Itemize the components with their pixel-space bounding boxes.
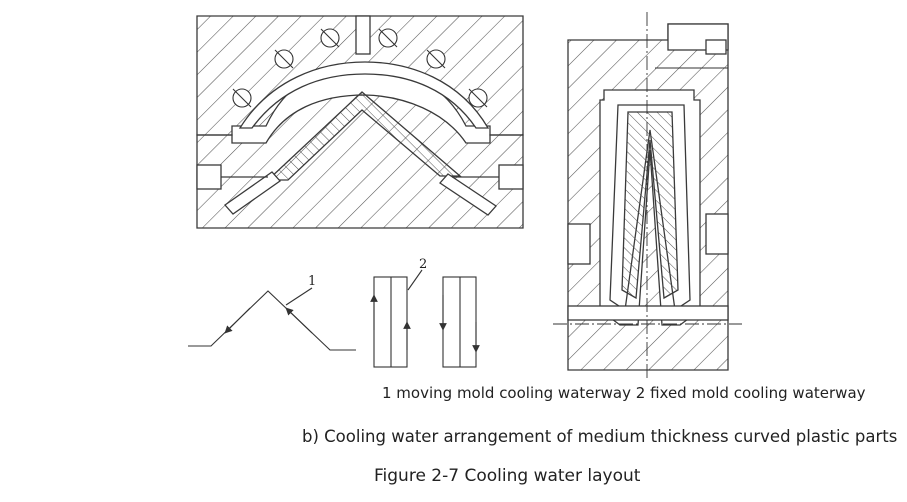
cooling-holes: [232, 28, 488, 108]
inlet-left: [196, 164, 222, 190]
reference-lines: [553, 12, 742, 378]
sprue: [355, 15, 371, 55]
core-inner: [621, 111, 679, 300]
moving-waterway-path: [188, 290, 356, 351]
flow-arrow: [224, 307, 251, 334]
core-wedge: [266, 91, 462, 181]
leader-1: [285, 287, 313, 306]
mold-cross-section-right: [567, 23, 729, 371]
label-2: 2: [419, 257, 427, 272]
figure-caption: Figure 2-7 Cooling water layout: [374, 466, 641, 486]
flow-arrow: [285, 307, 313, 334]
waterway-schematic: [188, 269, 480, 368]
mold-cross-section-left: [196, 15, 524, 229]
label-1: 1: [308, 274, 316, 289]
leader-2: [407, 269, 423, 291]
inlet-right: [498, 164, 524, 190]
curved-part-shell: [238, 61, 490, 129]
subfigure-caption: b) Cooling water arrangement of medium t…: [302, 427, 898, 446]
legend-caption: 1 moving mold cooling waterway 2 fixed m…: [382, 384, 866, 402]
diagonal-channel-left: [224, 171, 281, 215]
diagonal-channel-right: [439, 173, 497, 216]
